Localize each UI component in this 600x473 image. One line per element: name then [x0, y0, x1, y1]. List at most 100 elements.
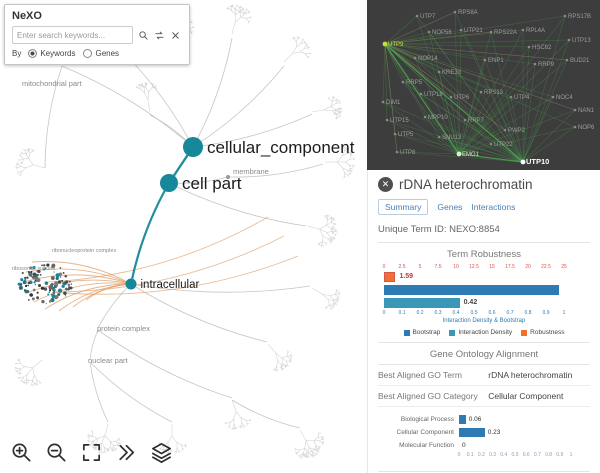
robustness-top-tick: 22.5: [541, 264, 551, 270]
network-node-label-UTP7: UTP7: [420, 14, 436, 20]
network-node-ENP1[interactable]: [483, 58, 487, 62]
network-node-KRE33[interactable]: [437, 70, 441, 74]
network-node-label-RPS13: RPS13: [484, 90, 504, 96]
network-node-MPP10[interactable]: [423, 115, 427, 119]
radio-genes[interactable]: Genes: [83, 49, 119, 58]
fit-to-screen-button[interactable]: [78, 439, 104, 465]
term-title: rDNA heterochromatin: [399, 177, 533, 192]
network-node-RRP9[interactable]: [533, 62, 537, 66]
tree-label: membrane: [233, 167, 269, 176]
tree-node-cell_part[interactable]: [160, 174, 178, 192]
network-node-UTP7[interactable]: [415, 14, 419, 18]
go-bar-value: 0.23: [487, 429, 501, 436]
app-title: NeXO: [12, 10, 42, 22]
network-node-UTP18[interactable]: [419, 92, 423, 96]
go-axis-tick: 0.4: [500, 452, 508, 458]
layers-button[interactable]: [148, 439, 174, 465]
tree-node-intracellular[interactable]: [125, 278, 137, 290]
network-node-HSC82[interactable]: [527, 45, 531, 49]
tree-node-label-intracellular: intracellular: [141, 279, 200, 291]
network-node-UTP10[interactable]: [520, 159, 526, 165]
expand-levels-button[interactable]: [113, 439, 139, 465]
search-icon[interactable]: [136, 28, 150, 42]
network-node-label-RRP7: RRP7: [468, 118, 485, 124]
network-node-RPL4A[interactable]: [521, 28, 525, 32]
network-node-UTP22[interactable]: [489, 142, 493, 146]
network-node-label-UTP5: UTP5: [398, 132, 414, 138]
swap-icon[interactable]: [152, 28, 166, 42]
network-node-UTP9[interactable]: [382, 41, 388, 47]
network-node-label-PWP2: PWP2: [508, 128, 526, 134]
network-node-UTP15[interactable]: [385, 118, 389, 122]
robustness-bar-interaction-density: [384, 298, 460, 308]
robustness-bar-value: 1.59: [399, 273, 414, 280]
network-node-RRP5[interactable]: [401, 80, 405, 84]
tab-interactions[interactable]: Interactions: [471, 202, 516, 212]
robustness-top-tick: 0: [382, 264, 386, 270]
radio-circle-keywords[interactable]: [28, 49, 38, 58]
network-node-label-NOP14: NOP14: [418, 56, 438, 62]
network-node-label-UTP21: UTP21: [464, 28, 483, 34]
robustness-top-tick: 15: [489, 264, 495, 270]
tree-node-label-cellular_component: cellular_component: [207, 138, 355, 157]
network-node-NOP6[interactable]: [573, 125, 577, 129]
network-node-NAN1[interactable]: [573, 108, 577, 112]
go-axis-tick: 0.7: [533, 452, 541, 458]
go-axis-tick: 0.3: [489, 452, 497, 458]
network-node-label-UTP18: UTP18: [424, 92, 443, 98]
clear-icon[interactable]: [168, 28, 182, 42]
network-node-DIM1[interactable]: [381, 100, 385, 104]
network-node-UTP4[interactable]: [509, 95, 513, 99]
network-node-UTP21[interactable]: [459, 28, 463, 32]
network-node-EMG1[interactable]: [456, 151, 462, 157]
network-node-NOP56[interactable]: [427, 30, 431, 34]
robustness-top-tick: 17.5: [505, 264, 515, 270]
network-node-label-RPS8A: RPS8A: [458, 10, 478, 16]
tree-node-cellular_component[interactable]: [183, 137, 203, 157]
zoom-in-button[interactable]: [8, 439, 34, 465]
network-node-label-NAN1: NAN1: [578, 108, 595, 114]
robustness-bottom-tick: 0.9: [542, 310, 550, 316]
network-node-label-RPL4A: RPL4A: [526, 28, 545, 34]
network-node-UTP5[interactable]: [393, 132, 397, 136]
robustness-bottom-tick: 0.5: [470, 310, 478, 316]
tab-summary[interactable]: Summary: [378, 199, 429, 215]
term-robustness-title: Term Robustness: [447, 249, 521, 260]
network-node-RPS22A[interactable]: [489, 30, 493, 34]
network-node-label-ENP1: ENP1: [488, 58, 504, 64]
network-node-UTP8[interactable]: [395, 150, 399, 154]
network-node-NOC4[interactable]: [551, 95, 555, 99]
search-by-options: Keywords Genes: [28, 49, 119, 58]
legend-item-interaction-density: Interaction Density: [449, 329, 512, 336]
search-input[interactable]: [12, 26, 133, 44]
network-node-label-NOC4: NOC4: [556, 95, 573, 101]
network-node-label-RPS17B: RPS17B: [568, 14, 591, 20]
zoom-out-button[interactable]: [43, 439, 69, 465]
network-node-PWP2[interactable]: [503, 128, 507, 132]
network-node-label-RPS22A: RPS22A: [494, 30, 517, 36]
robustness-top-tick: 2.5: [398, 264, 406, 270]
network-node-RPS8A[interactable]: [453, 10, 457, 14]
radio-keywords[interactable]: Keywords: [28, 49, 75, 58]
tree-label: nuclear part: [88, 356, 129, 365]
tree-node-membrane[interactable]: [226, 175, 230, 179]
network-node-RPS13[interactable]: [479, 90, 483, 94]
network-node-RRP7[interactable]: [463, 118, 467, 122]
radio-circle-genes[interactable]: [83, 49, 93, 58]
network-node-label-EMG1: EMG1: [462, 152, 480, 158]
tab-genes[interactable]: Genes: [437, 202, 463, 212]
network-node-SNU13[interactable]: [437, 135, 441, 139]
go-bar-value: 0: [462, 442, 466, 449]
network-node-UTP6[interactable]: [449, 95, 453, 99]
network-node-RPS17B[interactable]: [563, 14, 567, 18]
tree-label: ribosomal subunit: [12, 266, 56, 272]
close-details-button[interactable]: ✕: [378, 177, 393, 192]
network-node-UTP13[interactable]: [567, 38, 571, 42]
network-node-BUD21[interactable]: [565, 58, 569, 62]
network-node-NOP14[interactable]: [413, 56, 417, 60]
